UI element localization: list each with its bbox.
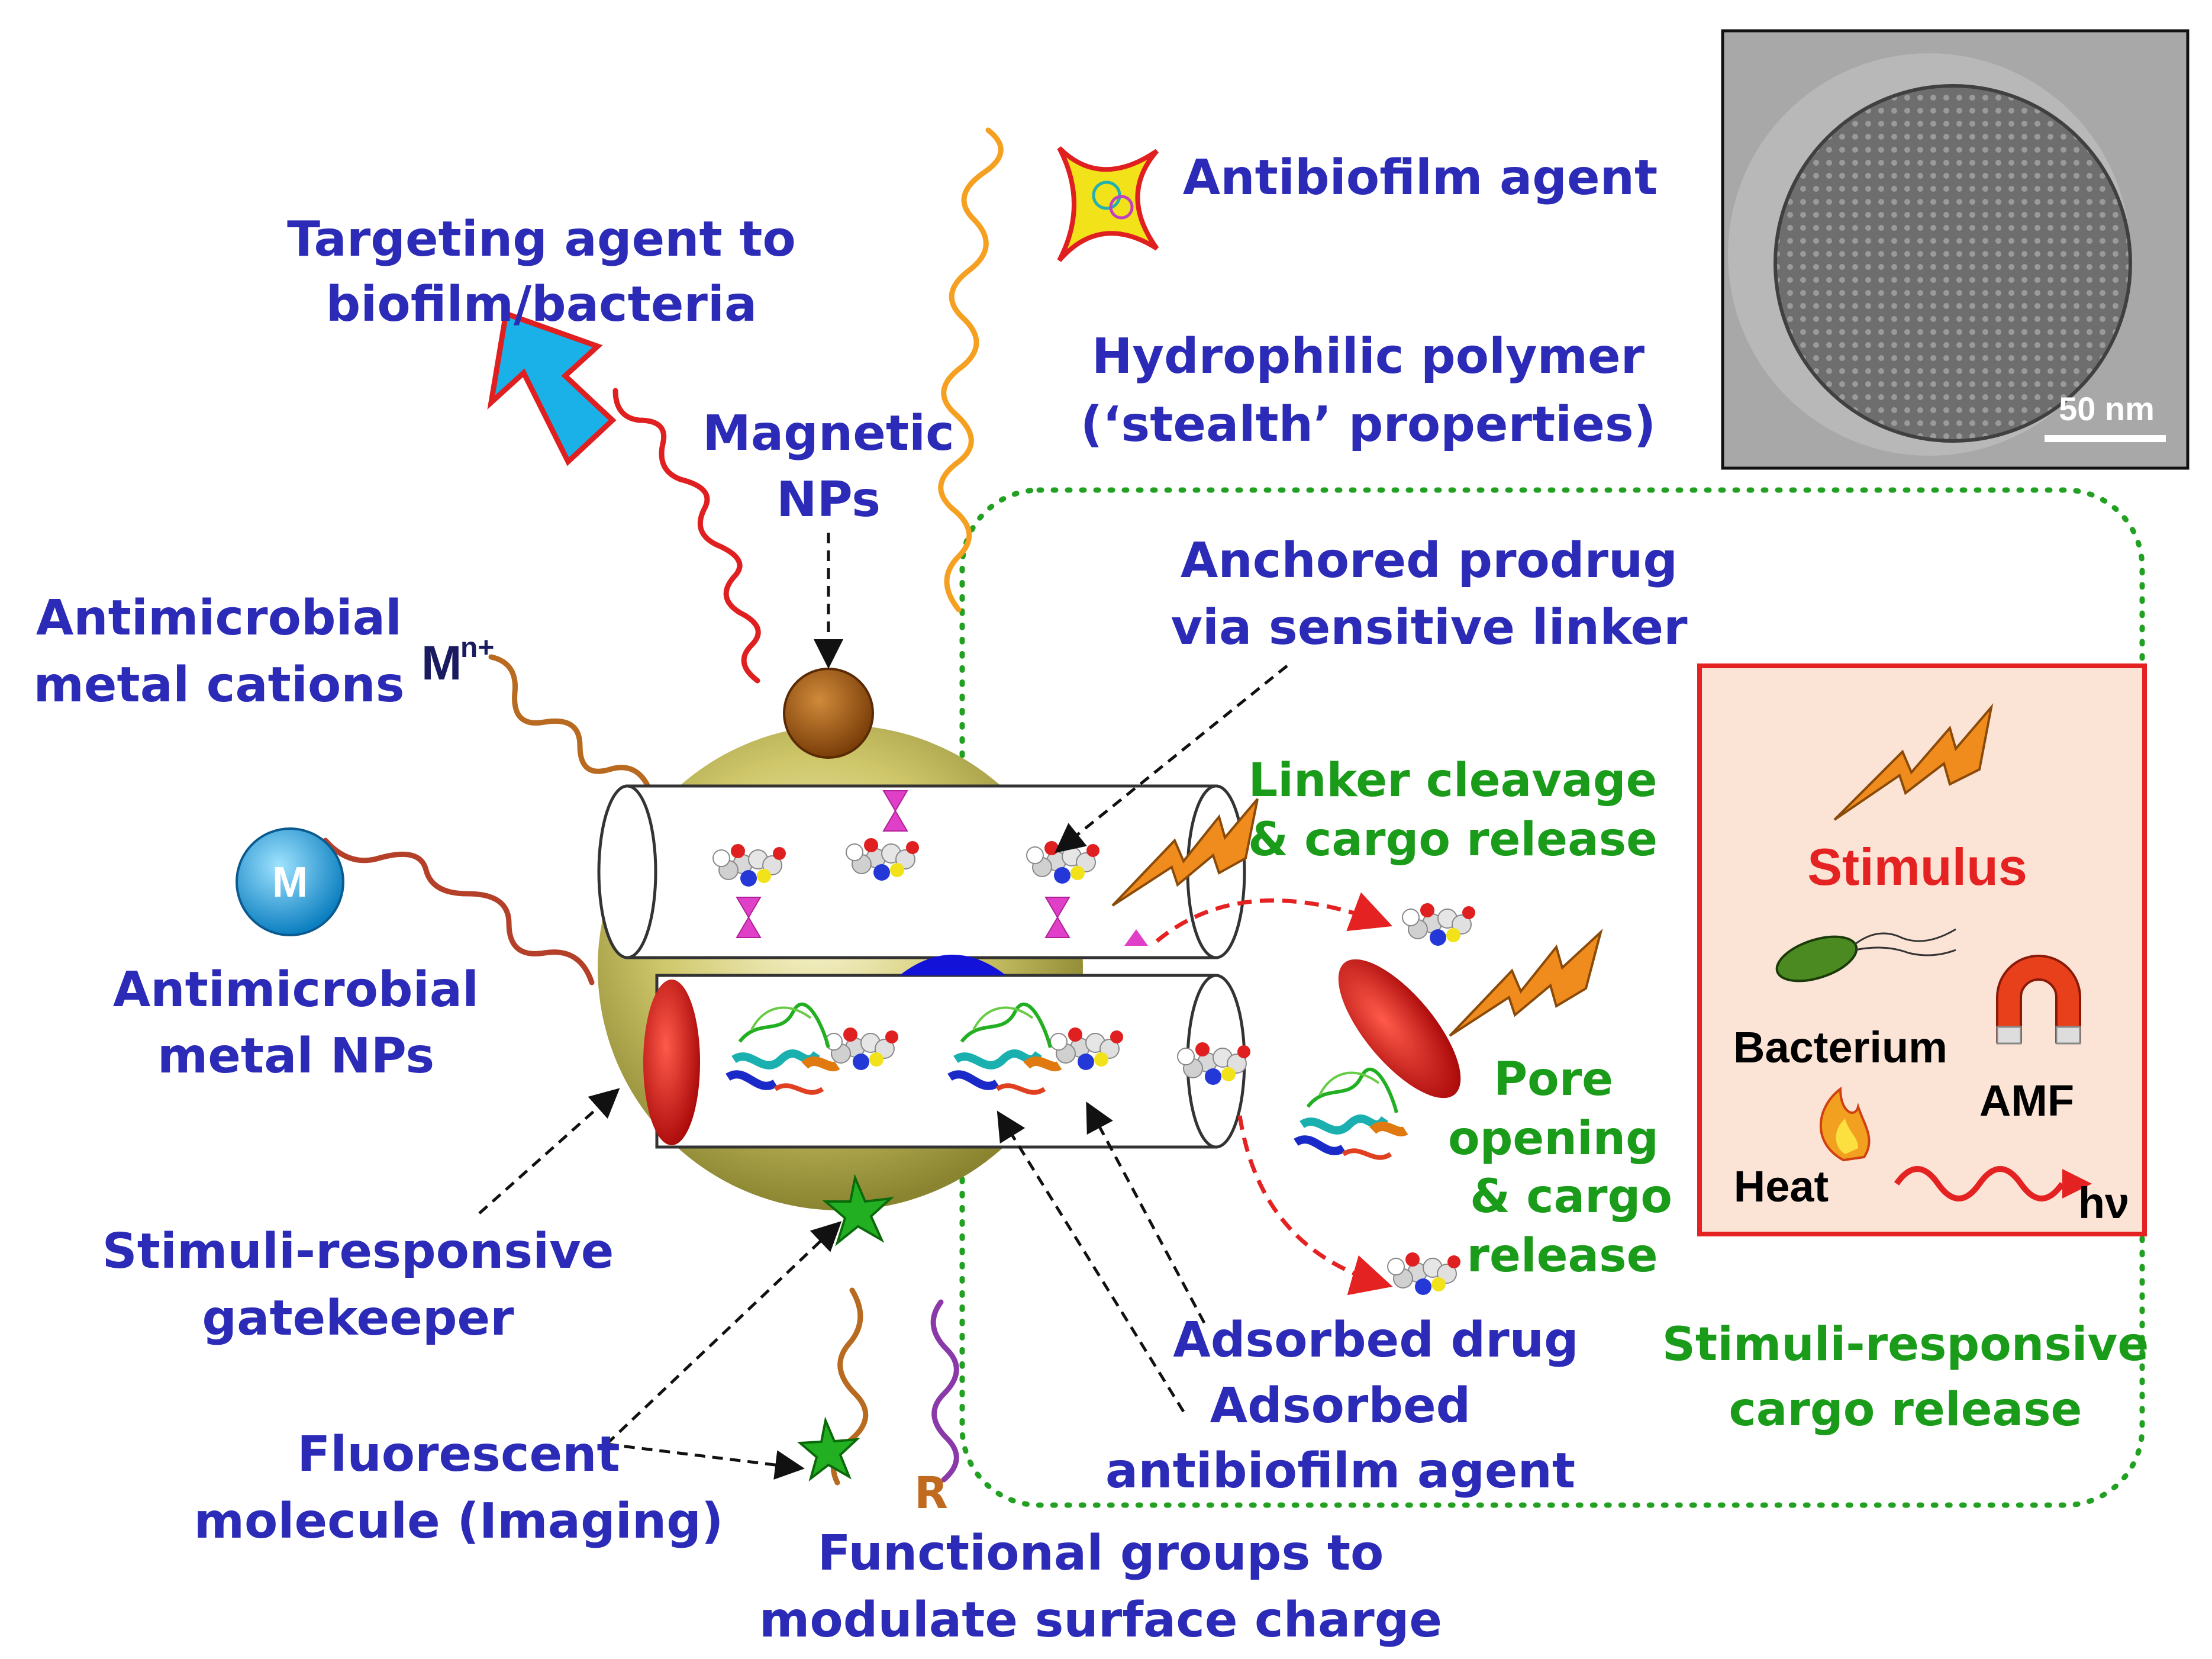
magnetic-np <box>783 668 874 759</box>
label-pore-line2: opening <box>1448 1112 1659 1165</box>
metal-cation-symbol: M <box>421 636 462 690</box>
scale-bar-label: 50 nm <box>2059 390 2155 427</box>
functional-group-chain <box>930 1299 959 1483</box>
label-hydrophilic-line1: Hydrophilic polymer <box>1092 328 1645 385</box>
pore-channel-lower <box>655 974 1246 1149</box>
metal-cation-charge: n+ <box>460 632 494 663</box>
released-protein <box>1296 1070 1405 1158</box>
label-fluorescent-line1: Fluorescent <box>297 1426 620 1483</box>
label-metal-nps-line1: Antimicrobial <box>113 962 479 1018</box>
label-adsorbed-agent-line1: Adsorbed <box>1210 1378 1471 1434</box>
metal-cation-chain <box>488 654 654 796</box>
blue-cap <box>899 955 1006 975</box>
label-pore-line1: Pore <box>1494 1053 1613 1106</box>
label-linker-line2: & cargo release <box>1248 813 1658 866</box>
pointer-gatekeeper <box>478 1088 620 1215</box>
targeting-arrow <box>487 310 617 466</box>
magnet-icon <box>1996 955 2081 1045</box>
label-linker-line1: Linker cleavage <box>1249 754 1658 807</box>
bacterium-icon <box>1775 928 1956 982</box>
targeting-chain <box>612 388 761 684</box>
legend-title: Stimulus <box>1807 837 2027 896</box>
label-metal-cations-line1: Antimicrobial <box>36 590 402 646</box>
label-metal-nps-line2: metal NPs <box>157 1028 434 1084</box>
fluorescent-star-2 <box>797 1416 860 1482</box>
label-pore-line3: & cargo <box>1470 1170 1672 1223</box>
stimulus-bolt-1 <box>1111 798 1259 907</box>
label-adsorbed-drug: Adsorbed drug <box>1173 1312 1579 1368</box>
pointer-fluorescent-2 <box>606 1442 805 1480</box>
stimulus-bolt-2 <box>1449 928 1603 1037</box>
label-targeting-line1: Targeting agent to <box>287 211 796 268</box>
light-wave-icon <box>1894 1166 2065 1201</box>
released-gatekeeper <box>1338 959 1461 1099</box>
legend-heat: Heat <box>1734 1162 1829 1211</box>
label-metal-cations-line2: metal cations <box>33 657 404 713</box>
label-adsorbed-agent-line2: antibiofilm agent <box>1105 1443 1575 1499</box>
label-fluorescent-line2: molecule (Imaging) <box>194 1493 724 1550</box>
pore-channel-upper <box>597 784 1246 959</box>
r-group: R <box>914 1468 948 1519</box>
scale-bar <box>2045 435 2166 442</box>
label-prodrug-line2: via sensitive linker <box>1171 600 1688 656</box>
antibiofilm-agent-icon <box>1057 146 1159 262</box>
pointer-fluorescent-1 <box>605 1221 842 1445</box>
linker-fragment <box>1124 929 1148 946</box>
label-magnetic-line2: NPs <box>776 472 881 528</box>
label-functional-line2: modulate surface charge <box>759 1592 1442 1648</box>
released-drug-1 <box>1402 903 1476 946</box>
label-pore-line4: release <box>1467 1229 1658 1283</box>
release-arrow-upper <box>1155 892 1393 943</box>
pointer-adsorbed-agent <box>997 1110 1185 1413</box>
label-gatekeeper-line2: gatekeeper <box>202 1290 514 1346</box>
label-gatekeeper-line1: Stimuli-responsive <box>102 1223 614 1280</box>
label-cargo-line1: Stimuli-responsive <box>1662 1318 2149 1371</box>
hydrophilic-polymer-chain <box>938 127 1004 613</box>
label-functional-line1: Functional groups to <box>818 1525 1384 1581</box>
release-arrow-lower <box>1237 1115 1393 1296</box>
released-drug-2 <box>1387 1252 1461 1296</box>
tem-micrograph: 50 nm <box>1721 29 2190 470</box>
legend-amf: AMF <box>1979 1076 2074 1125</box>
metal-np-symbol: M <box>272 859 308 906</box>
metal-np-icon <box>236 827 344 936</box>
label-hydrophilic-line2: (‘stealth’ properties) <box>1081 397 1656 453</box>
label-magnetic-line1: Magnetic <box>702 405 955 462</box>
legend-bacterium: Bacterium <box>1733 1023 1947 1072</box>
legend-light: hν <box>2078 1178 2129 1228</box>
label-cargo-line2: cargo release <box>1729 1383 2082 1436</box>
stimulus-legend: Stimulus Bacterium AMF Heat hν <box>1697 663 2147 1236</box>
label-targeting-line2: biofilm/bacteria <box>326 276 757 333</box>
pointer-adsorbed-drug <box>1086 1101 1206 1324</box>
gatekeeper-disk <box>643 980 700 1145</box>
metal-np-chain <box>323 837 595 985</box>
fluorescent-star-1 <box>822 1174 894 1246</box>
label-antibiofilm: Antibiofilm agent <box>1183 150 1658 206</box>
light-arrowhead <box>2062 1169 2092 1199</box>
flame-icon <box>1819 1086 1871 1162</box>
legend-bolt-icon <box>1833 703 1994 821</box>
pointer-prodrug <box>1055 665 1288 853</box>
label-prodrug-line1: Anchored prodrug <box>1181 533 1678 589</box>
